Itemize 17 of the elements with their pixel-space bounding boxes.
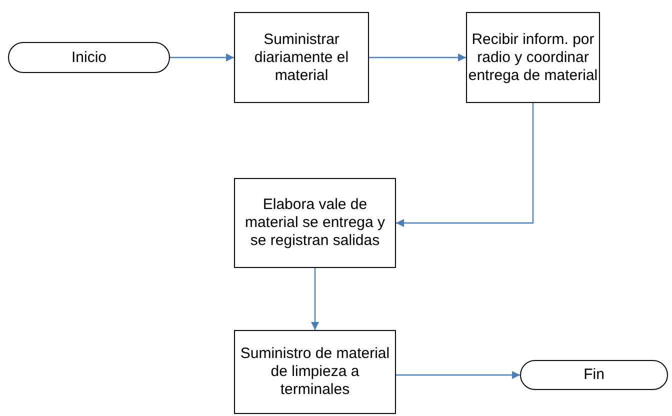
arrow (396, 371, 520, 379)
process-box (234, 330, 396, 414)
process-box (234, 12, 369, 103)
arrow (396, 103, 534, 227)
process-box (234, 178, 396, 268)
process-box (466, 12, 600, 103)
arrow (170, 54, 234, 62)
arrow (369, 54, 466, 62)
node-label: Fin (584, 366, 604, 384)
node-label: Suministro de material de limpieza a terminales (239, 345, 391, 399)
node-label: Recibir inform. por radio y coordinar entrega de material (468, 30, 598, 84)
terminator-shape (520, 360, 668, 390)
node-label: Suministrar diariamente el material (253, 30, 350, 84)
node-label: Inicio (71, 48, 107, 66)
terminator-shape (8, 42, 170, 73)
node-label: Elabora vale de material se entrega y se registran salidas (244, 196, 386, 250)
arrow (311, 268, 319, 330)
